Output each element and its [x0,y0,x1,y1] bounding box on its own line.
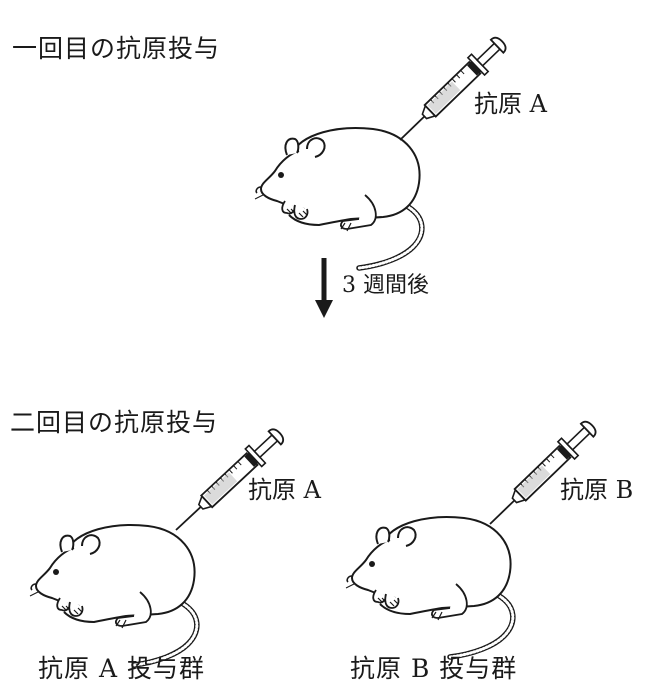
interval-label: 3 週間後 [342,273,429,298]
group-label-antigen-a: 抗原 A 投与群 [38,654,205,683]
syringe-label-first: 抗原 A [474,90,547,118]
mouse-antigen-b [346,517,513,657]
syringe-antigen-b [480,415,602,534]
first-injection-heading: 一回目の抗原投与 [12,34,221,63]
down-arrow-icon [315,258,333,318]
mouse-antigen-a [30,525,197,665]
syringe-label-antigen-b: 抗原 B [560,476,634,504]
second-injection-heading: 二回目の抗原投与 [10,408,219,437]
group-label-antigen-b: 抗原 B 投与群 [350,654,518,683]
mouse-first [255,128,422,268]
syringe-label-antigen-a: 抗原 A [248,476,321,504]
